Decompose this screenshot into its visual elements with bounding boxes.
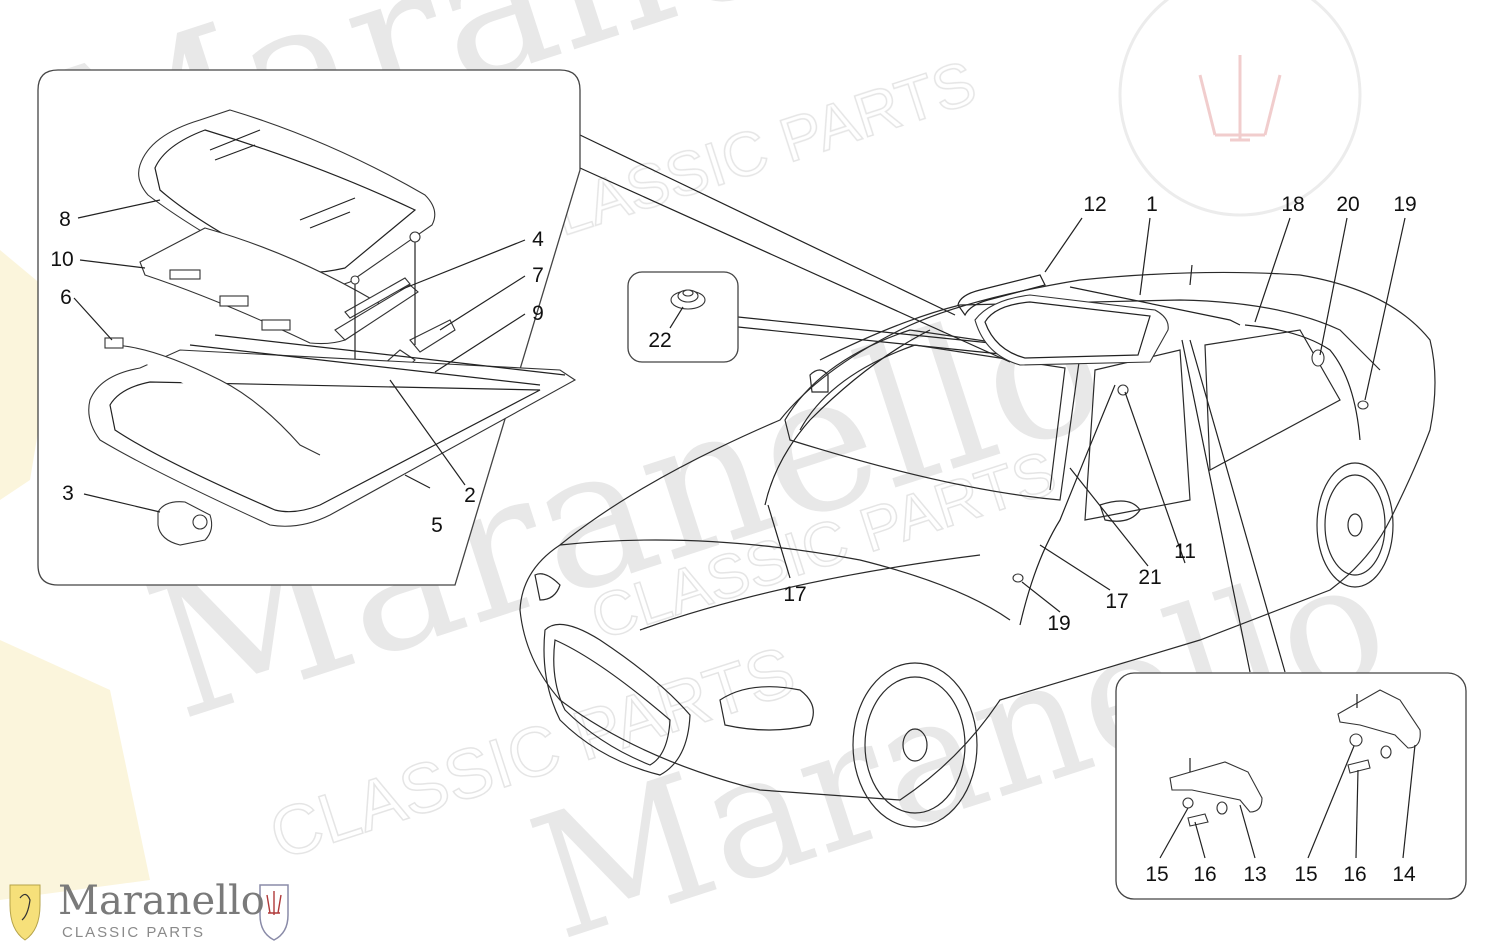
callout-9: 9: [532, 302, 544, 325]
callout-15-left: 15: [1145, 863, 1168, 886]
callout-15-right: 15: [1294, 863, 1317, 886]
brand-tagline: CLASSIC PARTS: [62, 924, 205, 941]
sunroof-motor: [157, 501, 213, 546]
bracket-13: [1169, 758, 1263, 827]
sunroof-assembly-inset: 8 10 6 3 4 7 9 2 5: [37, 69, 581, 586]
callout-12: 12: [1083, 193, 1106, 216]
callout-11: 11: [1174, 540, 1196, 563]
callout-4: 4: [532, 228, 544, 251]
callout-16-right: 16: [1343, 863, 1366, 886]
callout-1: 1: [1146, 193, 1158, 216]
car-grille: [543, 623, 691, 776]
bracket-14: [1337, 689, 1421, 774]
brand-name: Maranello: [58, 878, 265, 924]
callout-19-bottom: 19: [1047, 612, 1070, 635]
callout-13: 13: [1243, 863, 1266, 886]
callout-5: 5: [431, 514, 443, 537]
sunshade-frame: [139, 227, 392, 345]
callout-17-right: 17: [1105, 590, 1128, 613]
glass-panel: [138, 109, 436, 288]
callout-22: 22: [648, 329, 671, 352]
callout-21: 21: [1138, 566, 1161, 589]
trident-logo-icon: [259, 884, 289, 941]
callout-19-top: 19: [1393, 193, 1416, 216]
grommet-inset: 22: [627, 271, 739, 363]
shield-watermark-icon-2: [0, 640, 150, 900]
callout-10: 10: [50, 248, 73, 271]
callout-14: 14: [1392, 863, 1416, 886]
car-sunroof-glass: [974, 294, 1169, 366]
callout-17-left: 17: [783, 583, 806, 606]
bracket-inset: 15 16 13 15 16 14: [1115, 672, 1467, 900]
callout-2: 2: [464, 484, 476, 507]
callout-20: 20: [1336, 193, 1359, 216]
callout-3: 3: [62, 482, 74, 505]
wind-deflector: [334, 284, 419, 341]
trident-watermark-icon: [1118, 0, 1362, 217]
front-wheel: [852, 662, 978, 828]
callout-7: 7: [532, 264, 544, 287]
leader-lines: [579, 134, 1286, 673]
callout-18: 18: [1281, 193, 1304, 216]
rear-wheel: [1316, 462, 1394, 588]
callout-16-left: 16: [1193, 863, 1216, 886]
logo-shield-icon: [9, 884, 41, 941]
car-illustration: 12 1 18 20 19 17 17 19 21 11: [519, 193, 1436, 828]
callout-8: 8: [59, 208, 71, 231]
grommet-part: [670, 289, 706, 310]
callout-6: 6: [60, 286, 72, 309]
